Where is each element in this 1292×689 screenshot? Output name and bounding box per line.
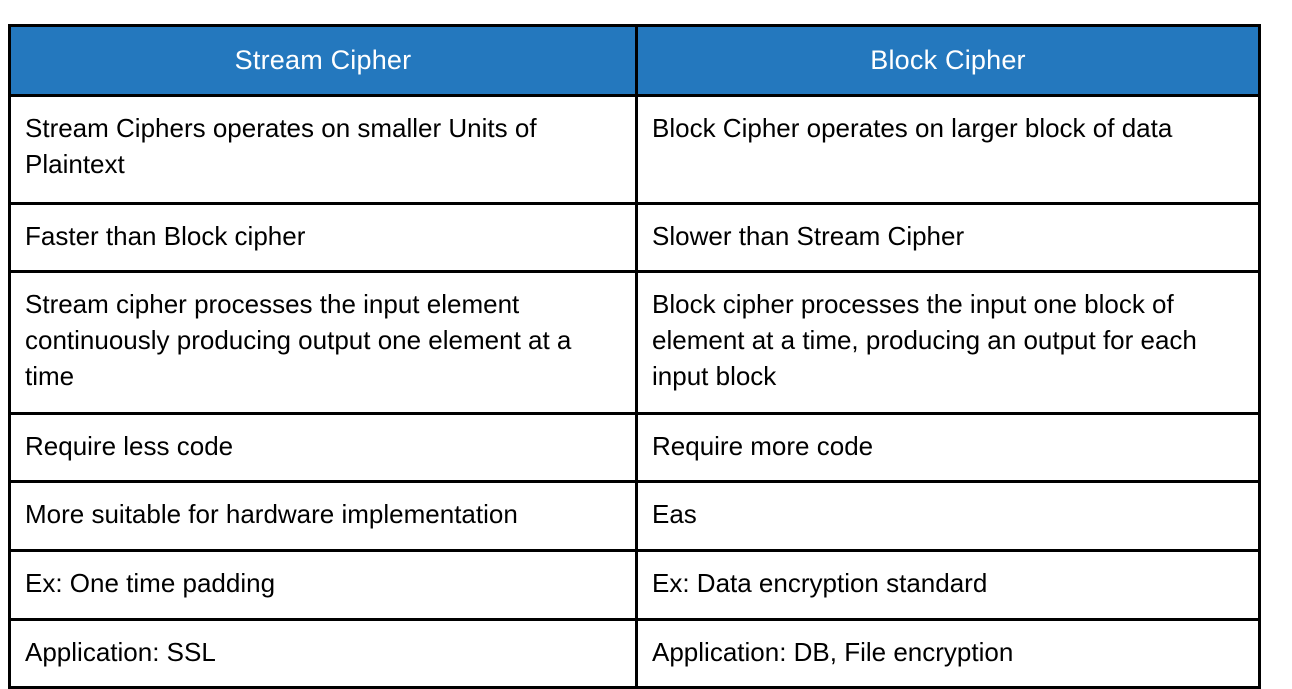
cell-text: Ex: One time padding	[25, 568, 276, 598]
cell-text: Stream cipher processes the input elemen…	[25, 289, 572, 391]
table-row: Require less code Require more code	[8, 412, 1261, 483]
cell-text: Block Cipher operates on larger block of…	[652, 113, 1173, 143]
cell-block-cipher-1: Block Cipher operates on larger block of…	[635, 94, 1261, 205]
table-header-row: Stream Cipher Block Cipher	[8, 24, 1261, 97]
table-row: Faster than Block cipher Slower than Str…	[8, 202, 1261, 273]
cell-block-cipher-4: Require more code	[635, 412, 1261, 483]
cell-block-cipher-2: Slower than Stream Cipher	[635, 202, 1261, 273]
cell-stream-cipher-7: Application: SSL	[8, 618, 638, 689]
table-row: Application: SSL Application: DB, File e…	[8, 618, 1261, 689]
table-row: Stream Ciphers operates on smaller Units…	[8, 94, 1261, 205]
cell-text: Stream Ciphers operates on smaller Units…	[25, 113, 537, 179]
cell-block-cipher-5: Eas	[635, 480, 1261, 552]
column-header-stream-cipher: Stream Cipher	[8, 24, 638, 97]
table-row: Stream cipher processes the input elemen…	[8, 270, 1261, 415]
cell-block-cipher-7: Application: DB, File encryption	[635, 618, 1261, 689]
cell-text: Faster than Block cipher	[25, 221, 306, 251]
table-row: More suitable for hardware implementatio…	[8, 480, 1261, 552]
cell-text: Require less code	[25, 431, 234, 461]
cell-text: Slower than Stream Cipher	[652, 221, 965, 251]
cell-stream-cipher-6: Ex: One time padding	[8, 549, 638, 621]
cell-text: Eas	[652, 499, 697, 529]
cell-stream-cipher-4: Require less code	[8, 412, 638, 483]
cell-stream-cipher-3: Stream cipher processes the input elemen…	[8, 270, 638, 415]
cell-text: Block cipher processes the input one blo…	[652, 289, 1197, 391]
cell-stream-cipher-1: Stream Ciphers operates on smaller Units…	[8, 94, 638, 205]
cell-block-cipher-3: Block cipher processes the input one blo…	[635, 270, 1261, 415]
cell-text: Require more code	[652, 431, 874, 461]
table-row: Ex: One time padding Ex: Data encryption…	[8, 549, 1261, 621]
cell-stream-cipher-5: More suitable for hardware implementatio…	[8, 480, 638, 552]
column-header-block-cipher: Block Cipher	[635, 24, 1261, 97]
cell-text: Ex: Data encryption standard	[652, 568, 988, 598]
cell-block-cipher-6: Ex: Data encryption standard	[635, 549, 1261, 621]
table-body: Stream Ciphers operates on smaller Units…	[8, 94, 1261, 689]
cell-text: More suitable for hardware implementatio…	[25, 499, 518, 529]
table-header: Stream Cipher Block Cipher	[8, 24, 1261, 97]
cell-stream-cipher-2: Faster than Block cipher	[8, 202, 638, 273]
comparison-table-container: Stream Cipher Block Cipher Stream Cipher…	[8, 24, 1261, 689]
comparison-table: Stream Cipher Block Cipher Stream Cipher…	[8, 24, 1261, 689]
cell-text: Application: DB, File encryption	[652, 637, 1014, 667]
cell-text: Application: SSL	[25, 637, 216, 667]
